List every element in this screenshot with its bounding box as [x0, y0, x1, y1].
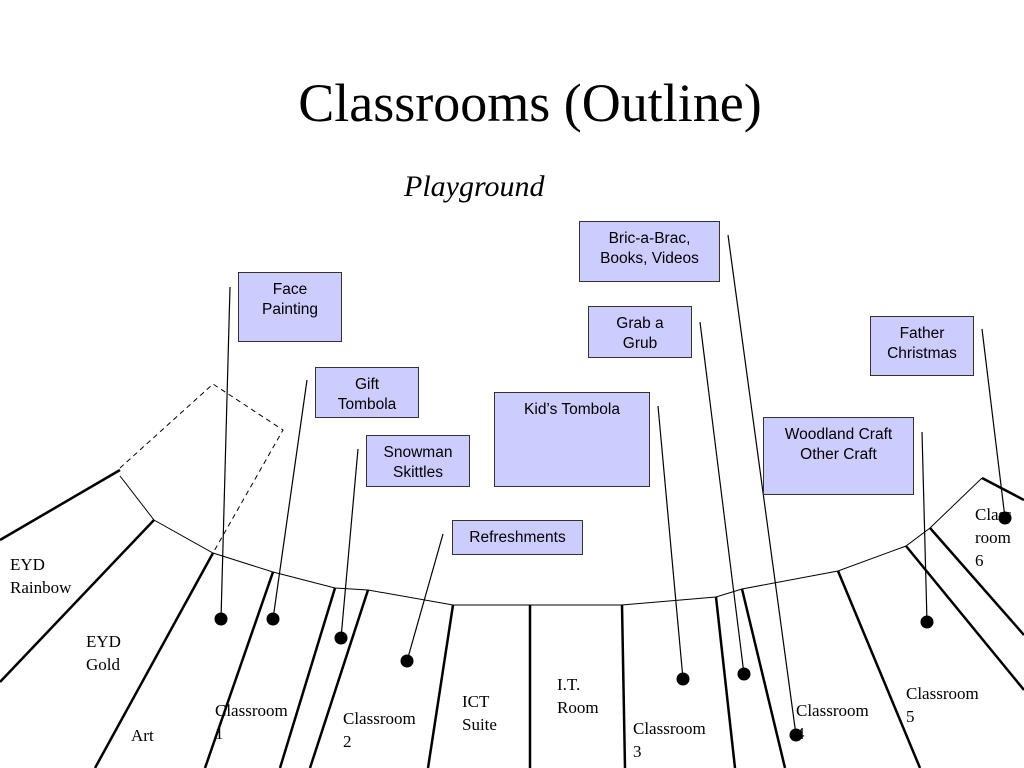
location-dots [214, 511, 1012, 742]
room-classroom-4: Classroom 4 [796, 701, 869, 743]
dot-father-christmas [998, 511, 1012, 525]
stall-bric-a-brac: Bric-a-Brac, Books, Videos [579, 221, 720, 282]
stall-kids-tombola: Kid’s Tombola [494, 392, 650, 487]
playground-label: Playground [404, 170, 545, 203]
dot-woodland-craft [920, 615, 934, 629]
pointer-lines [220, 234, 1006, 736]
dot-snowman-skittles [334, 631, 348, 645]
room-classroom-2: Classroom 2 [343, 709, 416, 751]
dot-grab-a-grub [737, 667, 751, 681]
room-art: Art [131, 726, 154, 745]
room-classroom-1: Classroom 1 [215, 701, 288, 743]
stall-snowman-skittles: Snowman Skittles [366, 435, 470, 487]
room-classroom-3: Classroom 3 [633, 719, 706, 761]
stall-woodland-craft: Woodland Craft Other Craft [763, 417, 914, 495]
dot-kids-tombola [676, 672, 690, 686]
stall-refreshments: Refreshments [452, 520, 583, 555]
dashed-extension [119, 383, 284, 554]
dot-refreshments [400, 654, 414, 668]
room-eyd-gold: EYD Gold [86, 632, 121, 674]
room-classroom-6: Class room 6 [975, 505, 1012, 570]
stall-gift-tombola: Gift Tombola [315, 367, 419, 418]
stall-face-painting: Face Painting [238, 272, 342, 342]
room-ict-suite: ICT Suite [462, 692, 497, 734]
page-title: Classrooms (Outline) [298, 73, 762, 133]
dot-gift-tombola [266, 612, 280, 626]
dot-bric-a-brac [789, 728, 803, 742]
classroom-walls [0, 468, 1024, 768]
room-eyd-rainbow: EYD Rainbow [10, 555, 72, 597]
room-classroom-5: Classroom 5 [906, 684, 979, 726]
room-it-room: I.T. Room [557, 675, 599, 717]
stall-father-christmas: Father Christmas [870, 316, 974, 376]
stall-grab-a-grub: Grab a Grub [588, 306, 692, 358]
dot-face-painting [214, 612, 228, 626]
